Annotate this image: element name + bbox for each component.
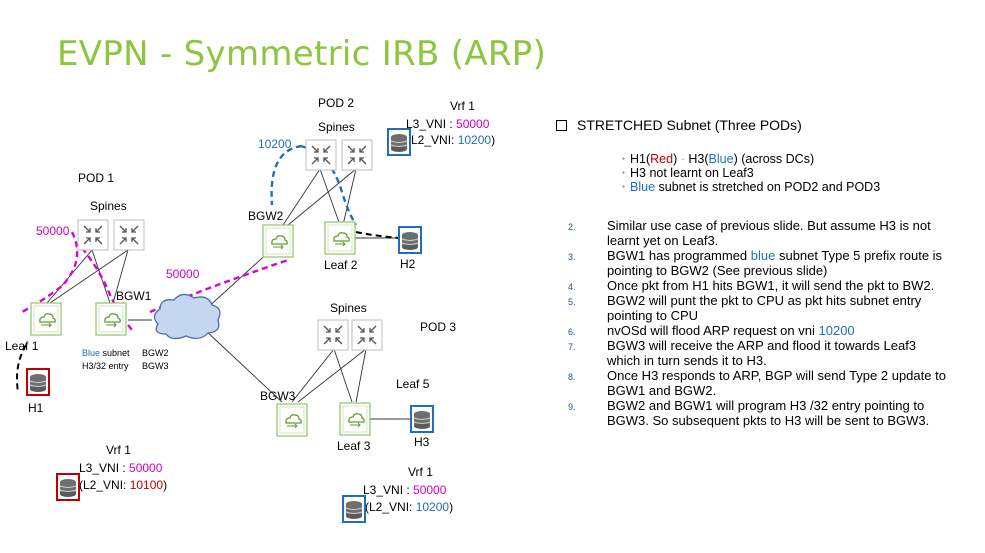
h1-host-icon [29, 373, 47, 393]
bgw1-subnet-entry: Blue subnet [82, 348, 130, 358]
step-item: 7.BGW3 will receive the ARP and flood it… [568, 338, 917, 368]
pod1-spine-2 [113, 219, 145, 251]
step-item: 6.nvOSd will flood ARP request on vni 10… [568, 323, 855, 338]
inter-pod-vni-label: 50000 [166, 267, 200, 281]
leaf2-device [324, 221, 356, 255]
vrf-pod1-title: Vrf 1 [106, 443, 131, 457]
leaf5-label: Leaf 5 [396, 377, 430, 391]
flow-leaf2-h2 [355, 231, 401, 239]
bgw3-label: BGW3 [260, 389, 296, 403]
vrf-pod3-l2: (L2_VNI: 10200) [365, 500, 453, 514]
vrf-pod3-icon [345, 500, 363, 520]
vrf-pod3-title: Vrf 1 [408, 465, 433, 479]
bgw1-device [95, 302, 127, 336]
cloud-icon [153, 293, 221, 340]
bullet-dot-icon: ● [622, 170, 626, 176]
pod2-label: POD 2 [318, 96, 354, 110]
leaf3-device [339, 402, 371, 436]
leaf3-label: Leaf 3 [337, 439, 371, 453]
pod3-spine-2 [351, 319, 383, 351]
vrf-pod3-l3: L3_VNI : 50000 [363, 483, 447, 497]
bgw1-host-entry: H3/32 entry [82, 361, 129, 371]
slide-title: EVPN - Symmetric IRB (ARP) [57, 34, 547, 74]
bgw2-label: BGW2 [248, 209, 284, 223]
vrf-pod1-l3: L3_VNI : 50000 [79, 461, 163, 475]
pod2-vni-label: 10200 [258, 137, 292, 151]
pod1-vni-label: 50000 [36, 224, 70, 238]
h3-label: H3 [414, 435, 430, 449]
h2-label: H2 [400, 257, 416, 271]
bullet-not-learnt: ● H3 not learnt on Leaf3 [622, 166, 754, 180]
flow-pod2-10200 [270, 144, 358, 226]
links [46, 168, 412, 420]
step-item: 2.Similar use case of previous slide. Bu… [568, 218, 931, 248]
bgw2-device [262, 224, 294, 258]
step-item: 3.BGW1 has programmed blue subnet Type 5… [568, 248, 943, 278]
h3-host-icon [413, 410, 431, 430]
pod1-spine-1 [77, 219, 109, 251]
leaf1-label: Leaf 1 [5, 339, 39, 353]
bullet-dot-icon: ● [622, 184, 626, 190]
panel-heading: STRETCHED Subnet (Three PODs) [556, 118, 802, 133]
bullet-dot-icon: ● [622, 156, 626, 162]
step-item: 5.BGW2 will punt the pkt to CPU as pkt h… [568, 293, 922, 323]
flow-leaf1-h1 [16, 344, 27, 393]
bgw3-device [276, 403, 308, 437]
pod2-spine-2 [341, 139, 373, 171]
bgw1-host-nexthop: BGW3 [142, 361, 169, 371]
bullet-hosts: ● H1(Red) · H3(Blue) (across DCs) [622, 152, 815, 166]
vrf-pod2-icon [390, 133, 408, 153]
vrf-pod2-l2: (L2_VNI: 10200) [407, 133, 495, 147]
vrf-pod1-icon [59, 478, 77, 498]
vrf-pod2-l3: L3_VNI : 50000 [406, 117, 490, 131]
pod2-spine-1 [305, 139, 337, 171]
h2-host-icon [401, 231, 419, 251]
pod3-label: POD 3 [420, 320, 456, 334]
step-item: 9.BGW2 and BGW1 will program H3 /32 entr… [568, 398, 930, 428]
checkbox-icon [556, 120, 567, 131]
network-diagram: POD 1 Spines Leaf 1 BGW1 50000 Blue subn… [5, 96, 495, 523]
pod1-spines-label: Spines [90, 199, 127, 213]
vrf-pod1-l2: (L2_VNI: 10100) [79, 478, 167, 492]
step-item: 4.Once pkt from H1 hits BGW1, it will se… [568, 278, 935, 293]
pod1-label: POD 1 [78, 171, 114, 185]
leaf2-label: Leaf 2 [324, 258, 358, 272]
step-item: 8.Once H3 responds to ARP, BGP will send… [568, 368, 946, 398]
vrf-pod2-title: Vrf 1 [450, 99, 475, 113]
leaf1-device [30, 302, 62, 336]
h1-label: H1 [28, 401, 44, 415]
case-bullets: ● H1(Red) · H3(Blue) (across DCs) ● H3 n… [622, 152, 881, 194]
bullet-stretched: ● Blue subnet is stretched on POD2 and P… [622, 180, 881, 194]
bgw1-label: BGW1 [116, 289, 152, 303]
steps-list: 2.Similar use case of previous slide. Bu… [556, 218, 948, 428]
pod3-spines-label: Spines [330, 301, 367, 315]
pod2-spines-label: Spines [318, 120, 355, 134]
pod3-spine-1 [317, 319, 349, 351]
bgw1-subnet-nexthop: BGW2 [142, 348, 169, 358]
